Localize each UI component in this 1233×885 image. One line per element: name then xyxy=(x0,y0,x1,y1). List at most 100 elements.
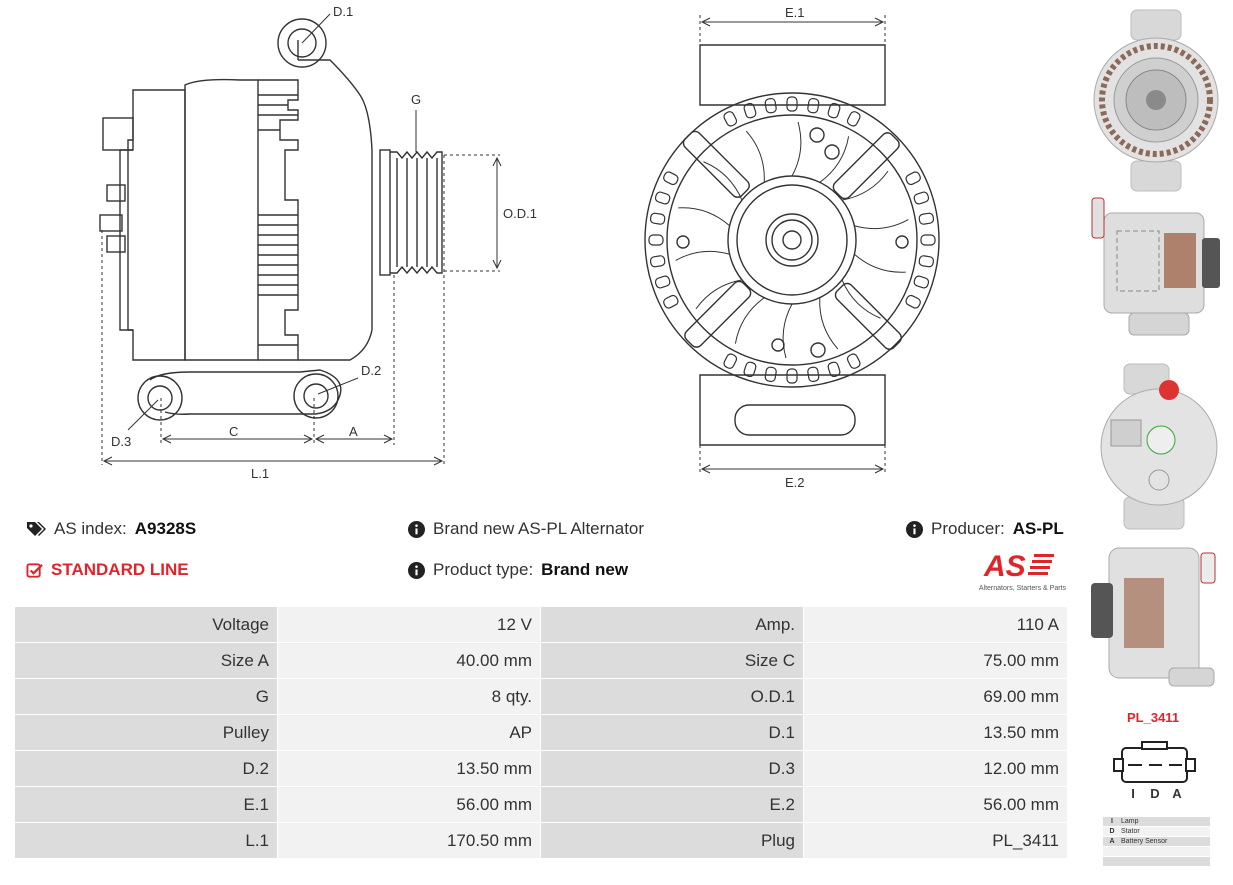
fan-blade xyxy=(854,253,906,273)
product-description: Brand new AS-PL Alternator xyxy=(408,519,644,539)
legend-row: A Battery Sensor xyxy=(1103,837,1210,846)
spec-value: 75.00 mm xyxy=(803,642,1068,679)
legend-code: I xyxy=(1111,818,1113,825)
side-view-drawing: D.1 G O.D.1 D.2 D.3 C A L.1 xyxy=(99,4,537,481)
plug-name: PL_3411 xyxy=(1127,710,1180,725)
legend-row: D Stator xyxy=(1103,827,1210,836)
fan-blade xyxy=(841,170,889,201)
product-photo-side xyxy=(1091,197,1220,336)
spec-key: D.1 xyxy=(540,714,804,751)
rim-notch xyxy=(846,111,861,127)
spec-value: PL_3411 xyxy=(803,822,1068,859)
logo-mark-text: AS xyxy=(983,550,1026,580)
product-type: Product type: Brand new xyxy=(408,560,628,580)
rim-notch xyxy=(654,191,671,205)
rim-notch xyxy=(905,171,921,186)
standard-line-label: STANDARD LINE xyxy=(51,560,189,579)
product-photo-front xyxy=(1093,9,1219,192)
rim-notch xyxy=(918,212,935,225)
rim-notch xyxy=(920,234,936,246)
spec-value: 69.00 mm xyxy=(803,678,1068,715)
product-photo-rear xyxy=(1100,363,1218,530)
legend-code: A xyxy=(1109,838,1115,845)
label-d2: D.2 xyxy=(361,363,381,378)
spec-value: 170.50 mm xyxy=(277,822,541,859)
fan-blade xyxy=(841,279,881,319)
checkbox-icon xyxy=(26,562,43,578)
spec-value: 12.00 mm xyxy=(803,750,1068,787)
rim-notch xyxy=(764,366,777,383)
info-icon xyxy=(408,520,425,538)
legend-label: Battery Sensor xyxy=(1121,838,1168,845)
fan-blade xyxy=(678,207,730,227)
label-d3: D.3 xyxy=(111,434,131,449)
legend-row-empty xyxy=(1103,847,1210,856)
spec-key: E.2 xyxy=(540,786,804,823)
spec-value: 56.00 mm xyxy=(277,786,541,823)
fan-blade xyxy=(819,297,839,350)
plug-pin-i: I xyxy=(1131,786,1135,801)
standard-line: STANDARD LINE xyxy=(26,560,189,580)
fan-blade xyxy=(703,161,743,201)
tags-icon xyxy=(27,522,46,536)
product-type-label: Product type: xyxy=(433,560,534,579)
as-pl-logo: AS Alternators, Starters & Parts xyxy=(960,548,1070,592)
label-a: A xyxy=(349,424,358,439)
spec-value: AP xyxy=(277,714,541,751)
rim-notch xyxy=(918,255,935,268)
as-index-value: A9328S xyxy=(134,519,197,538)
spec-key: O.D.1 xyxy=(540,678,804,715)
rim-notch xyxy=(743,361,757,378)
legend-label: Lamp xyxy=(1121,818,1139,825)
spec-key: Size A xyxy=(14,642,278,679)
label-e2: E.2 xyxy=(785,475,805,490)
fan-blade xyxy=(854,219,909,230)
rim-notch xyxy=(723,111,738,127)
fan-blade xyxy=(695,279,743,310)
as-index: AS index: A9328S xyxy=(26,519,196,539)
spec-key: D.2 xyxy=(14,750,278,787)
label-c: C xyxy=(229,424,238,439)
label-e1: E.1 xyxy=(785,5,805,20)
spec-key: G xyxy=(14,678,278,715)
spec-value: 13.50 mm xyxy=(803,714,1068,751)
spec-value: 56.00 mm xyxy=(803,786,1068,823)
front-view-drawing: E.1 E.2 xyxy=(644,5,940,490)
info-icon xyxy=(906,520,923,538)
spec-key: D.3 xyxy=(540,750,804,787)
spec-value: 40.00 mm xyxy=(277,642,541,679)
fan-blade xyxy=(791,121,802,177)
spec-value: 13.50 mm xyxy=(277,750,541,787)
product-type-value: Brand new xyxy=(541,560,629,579)
spec-key: L.1 xyxy=(14,822,278,859)
legend-label: Stator xyxy=(1121,828,1140,835)
rim-notch xyxy=(654,275,671,289)
spec-value: 8 qty. xyxy=(277,678,541,715)
info-icon xyxy=(408,561,425,579)
rim-notch xyxy=(723,353,738,369)
rim-notch xyxy=(663,294,679,309)
rim-notch xyxy=(649,212,666,225)
plug-diagram: I D A xyxy=(1113,741,1196,801)
rim-notch xyxy=(663,171,679,186)
rim-notch xyxy=(649,255,666,268)
label-d1: D.1 xyxy=(333,4,353,19)
legend-code: D xyxy=(1109,828,1115,835)
rim-notch xyxy=(827,102,841,119)
fan-blade xyxy=(782,303,793,359)
producer-label: Producer: xyxy=(931,519,1005,538)
rim-notch xyxy=(764,97,777,114)
rim-notch xyxy=(743,102,757,119)
rim-notch xyxy=(786,368,798,384)
spec-key: Amp. xyxy=(540,606,804,643)
rim-notch xyxy=(827,361,841,378)
fan-blade xyxy=(675,250,730,261)
description-text: Brand new AS-PL Alternator xyxy=(433,519,645,538)
spec-key: Voltage xyxy=(14,606,278,643)
